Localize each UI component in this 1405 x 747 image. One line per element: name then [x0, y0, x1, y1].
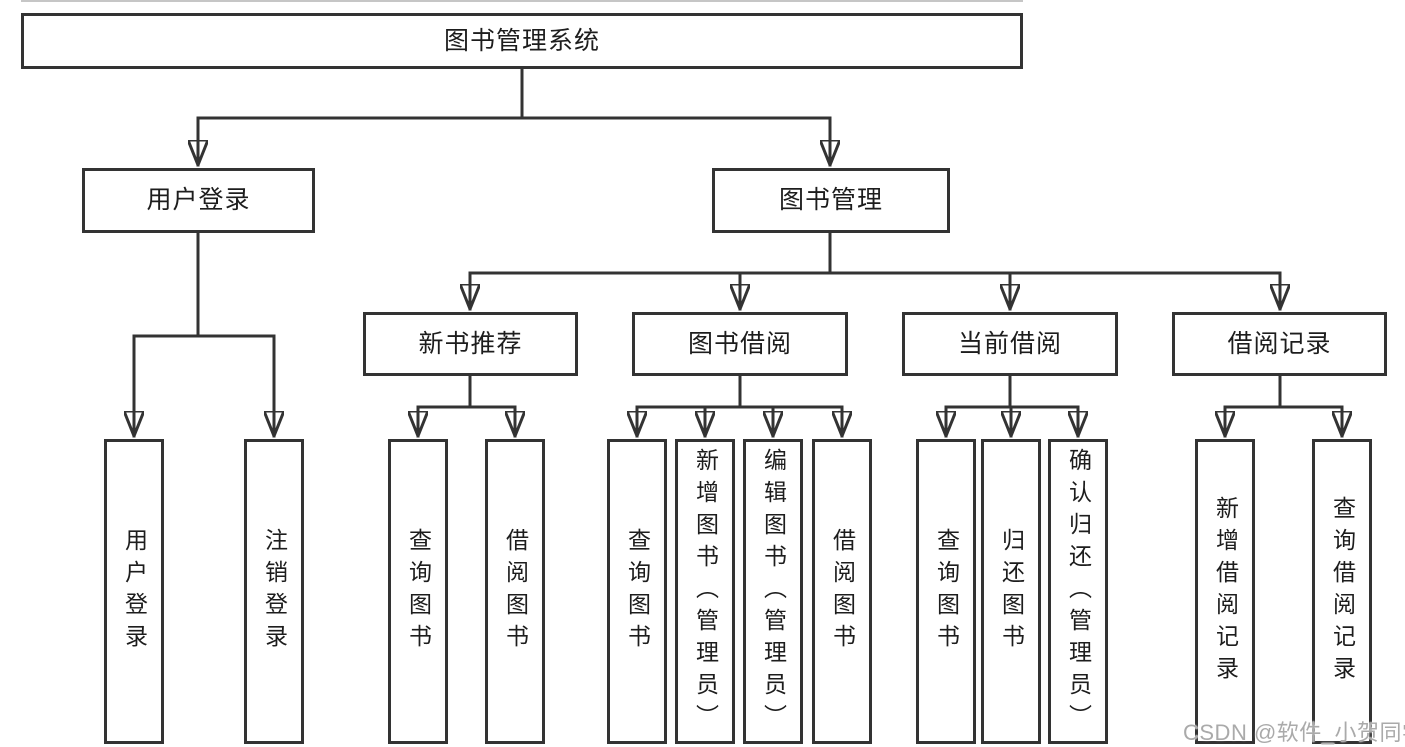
leaf-records-add-record: 新增借阅记录	[1195, 439, 1255, 744]
connector-current-borrow	[946, 374, 1078, 438]
node-label: 借阅图书	[829, 527, 856, 656]
node-label: 新增借阅记录	[1212, 495, 1239, 688]
leaf-borrow-add-books-admin: 新增图书（管理员）	[675, 439, 735, 744]
node-label: 注销登录	[261, 527, 288, 656]
node-current-borrow: 当前借阅	[902, 312, 1118, 376]
node-label: 用户登录	[146, 186, 251, 214]
node-label: 借阅记录	[1227, 329, 1332, 358]
leaf-current-query-books: 查询图书	[916, 439, 976, 744]
leaf-user-login: 用户登录	[104, 439, 164, 744]
node-label: 归还图书	[998, 527, 1025, 656]
connector-new-book-recommend	[418, 374, 515, 438]
leaf-borrow-edit-books-admin: 编辑图书（管理员）	[743, 439, 803, 744]
csdn-watermark: CSDN @软件_小贺同学	[1183, 720, 1405, 745]
leaf-borrow-borrow-books: 借阅图书	[812, 439, 872, 744]
connector-user-login	[134, 231, 274, 438]
node-label: 当前借阅	[957, 329, 1062, 358]
leaf-current-return-books: 归还图书	[981, 439, 1041, 744]
node-book-management: 图书管理	[712, 168, 950, 233]
connector-borrow-records	[1225, 374, 1342, 438]
node-label: 用户登录	[121, 527, 148, 656]
leaf-recommend-query-books: 查询图书	[388, 439, 448, 744]
node-label: 查询图书	[933, 527, 960, 656]
leaf-borrow-query-books: 查询图书	[607, 439, 667, 744]
node-label: 图书借阅	[687, 329, 792, 358]
node-label: 图书管理	[778, 186, 883, 214]
leaf-logout: 注销登录	[244, 439, 304, 744]
leaf-records-query-record: 查询借阅记录	[1312, 439, 1372, 744]
leaf-recommend-borrow-books: 借阅图书	[485, 439, 545, 744]
node-book-borrow: 图书借阅	[632, 312, 848, 376]
node-label: 查询图书	[405, 527, 432, 656]
node-label: 确认归还（管理员）	[1065, 447, 1092, 736]
connector-root	[198, 66, 830, 167]
node-label: 图书管理系统	[443, 26, 600, 55]
top-edge-line	[21, 0, 1023, 2]
node-label: 编辑图书（管理员）	[760, 447, 787, 736]
connector-book-borrow	[637, 374, 842, 438]
leaf-current-confirm-return-admin: 确认归还（管理员）	[1048, 439, 1108, 744]
connector-book-management	[470, 231, 1280, 311]
node-new-book-recommend: 新书推荐	[363, 312, 578, 376]
node-label: 新书推荐	[418, 329, 523, 358]
node-label: 借阅图书	[502, 527, 529, 656]
node-user-login: 用户登录	[82, 168, 315, 233]
node-label: 查询借阅记录	[1329, 495, 1356, 688]
node-label: 新增图书（管理员）	[692, 447, 719, 736]
node-system-root: 图书管理系统	[21, 13, 1023, 69]
node-borrow-records: 借阅记录	[1172, 312, 1387, 376]
node-label: 查询图书	[624, 527, 651, 656]
